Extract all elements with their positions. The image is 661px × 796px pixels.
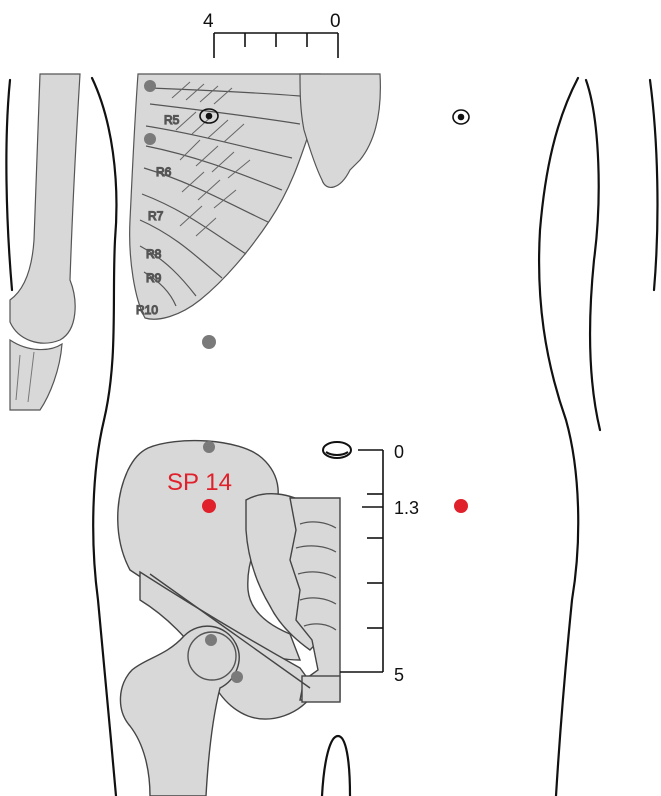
pubic-symphysis <box>302 676 340 702</box>
landmark-dot <box>205 634 217 646</box>
rib-label-r6: R6 <box>156 165 172 179</box>
landmark-dot <box>203 441 215 453</box>
sp14-right-point <box>454 499 468 513</box>
landmark-dot <box>144 80 156 92</box>
right-arm-edge <box>650 80 657 290</box>
top-scale-left-label: 4 <box>203 11 214 32</box>
humerus-bone <box>10 74 80 343</box>
vertical-scale <box>340 450 383 672</box>
right-flank-line <box>539 78 578 796</box>
top-scale <box>214 33 338 58</box>
rib-label-r10: R10 <box>136 303 158 317</box>
sp14-left-point <box>202 499 216 513</box>
landmark-dot <box>202 335 216 349</box>
rib-label-r7: R7 <box>148 209 164 223</box>
rib-label-r5: R5 <box>164 113 180 127</box>
ribcage: R5 R6 R7 R8 R9 R10 <box>130 74 381 319</box>
left-arm-edge <box>6 80 12 290</box>
rib-label-r9: R9 <box>146 271 162 285</box>
navel <box>323 442 351 458</box>
arm-bones <box>10 74 80 410</box>
top-scale-right-label: 0 <box>330 11 341 32</box>
femur-bone <box>120 626 239 796</box>
landmark-dot <box>144 133 156 145</box>
vertical-scale-bottom-label: 5 <box>394 665 404 685</box>
vertical-scale-mid-label: 1.3 <box>394 498 419 518</box>
lower-midline-outline <box>322 736 350 796</box>
rib-label-r8: R8 <box>146 247 162 261</box>
vertical-scale-top-label: 0 <box>394 442 404 462</box>
sternum <box>300 74 380 187</box>
landmark-dot <box>231 671 243 683</box>
sp14-label: SP 14 <box>167 469 232 496</box>
left-flank-line <box>92 78 116 796</box>
right-inner-arm <box>586 80 600 430</box>
